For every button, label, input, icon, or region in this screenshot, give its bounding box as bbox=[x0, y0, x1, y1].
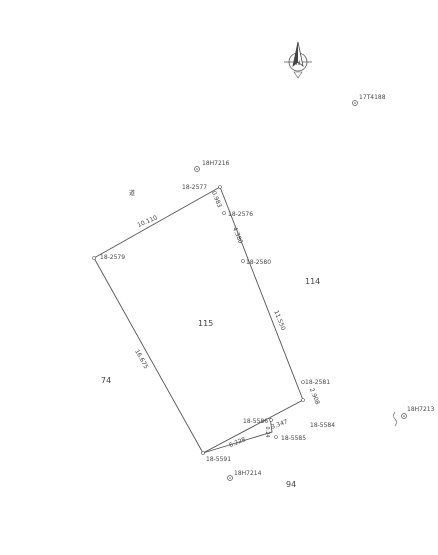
benchmark-bottom: 18H7214 bbox=[227, 470, 262, 481]
lot-number-center: 115 bbox=[198, 319, 213, 328]
point-18-2576: 18-2576 bbox=[228, 211, 253, 218]
benchmark-label: 18H7213 bbox=[407, 406, 435, 413]
point-18-5591: 18-5591 bbox=[206, 456, 231, 463]
point-18-2581: 18-2581 bbox=[305, 379, 330, 386]
dim-right-c: 11.550 bbox=[272, 309, 286, 331]
point-18-5584: 18-5584 bbox=[310, 422, 335, 429]
dim-bottom-a: 3.347 bbox=[270, 418, 289, 431]
dim-right-a: 0.983 bbox=[210, 190, 223, 209]
point-18-2577: 18-2577 bbox=[182, 184, 207, 191]
north-arrow-icon: N bbox=[284, 41, 312, 79]
point-18-2580: 18-2580 bbox=[246, 259, 271, 266]
lot-number-right: 114 bbox=[305, 277, 320, 286]
point-18-2579: 18-2579 bbox=[100, 254, 125, 261]
parcel-jog bbox=[202, 416, 273, 454]
lot-number-bottom: 94 bbox=[286, 480, 296, 489]
benchmark-top: 18H7216 bbox=[194, 160, 230, 172]
dim-small-v: 0.24 bbox=[264, 426, 270, 437]
north-label: N bbox=[296, 60, 301, 67]
benchmark-label: 18H7214 bbox=[234, 470, 262, 477]
point-18-5586: 18-5586 bbox=[243, 418, 268, 425]
dim-left-edge: 16.675 bbox=[133, 348, 149, 370]
boundary-points bbox=[92, 185, 305, 455]
point-18-5585: 18-5585 bbox=[281, 435, 306, 442]
break-line-icon bbox=[393, 411, 397, 427]
lot-number-left: 74 bbox=[101, 376, 111, 385]
road-mark: 道 bbox=[129, 189, 135, 197]
benchmark-label: 18H7216 bbox=[202, 160, 230, 167]
benchmark-label: 17T4188 bbox=[359, 94, 386, 101]
dim-right-b: 4.380 bbox=[231, 226, 244, 245]
dim-right-d: 2.908 bbox=[308, 387, 321, 406]
benchmark-top-right: 17T4188 bbox=[352, 94, 386, 106]
dim-top-edge: 10.110 bbox=[136, 214, 158, 229]
benchmark-right: 18H7213 bbox=[393, 406, 435, 427]
